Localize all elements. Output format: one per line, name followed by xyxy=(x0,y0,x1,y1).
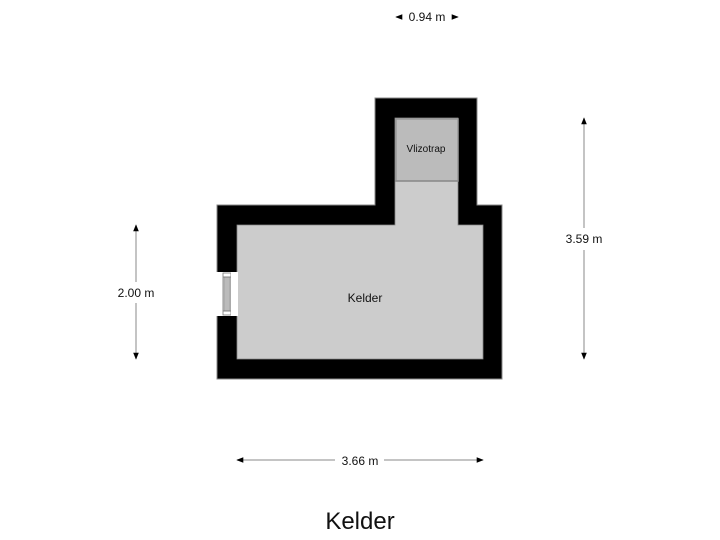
dimension-left: 2.00 m xyxy=(118,224,155,360)
svg-text:3.66 m: 3.66 m xyxy=(342,454,379,468)
dimension-bottom: 3.66 m xyxy=(236,454,484,468)
floor-title: Kelder xyxy=(325,508,394,535)
vlizotrap-label: Vlizotrap xyxy=(407,144,446,155)
room-label-kelder: Kelder xyxy=(348,291,383,305)
dimension-top: 0.94 m xyxy=(395,10,459,24)
svg-text:3.59 m: 3.59 m xyxy=(566,232,603,246)
svg-text:0.94 m: 0.94 m xyxy=(409,10,446,24)
dimension-right: 3.59 m xyxy=(566,117,603,360)
svg-text:2.00 m: 2.00 m xyxy=(118,286,155,300)
window-glass xyxy=(223,276,231,312)
vlizotrap-hatch xyxy=(395,118,459,182)
